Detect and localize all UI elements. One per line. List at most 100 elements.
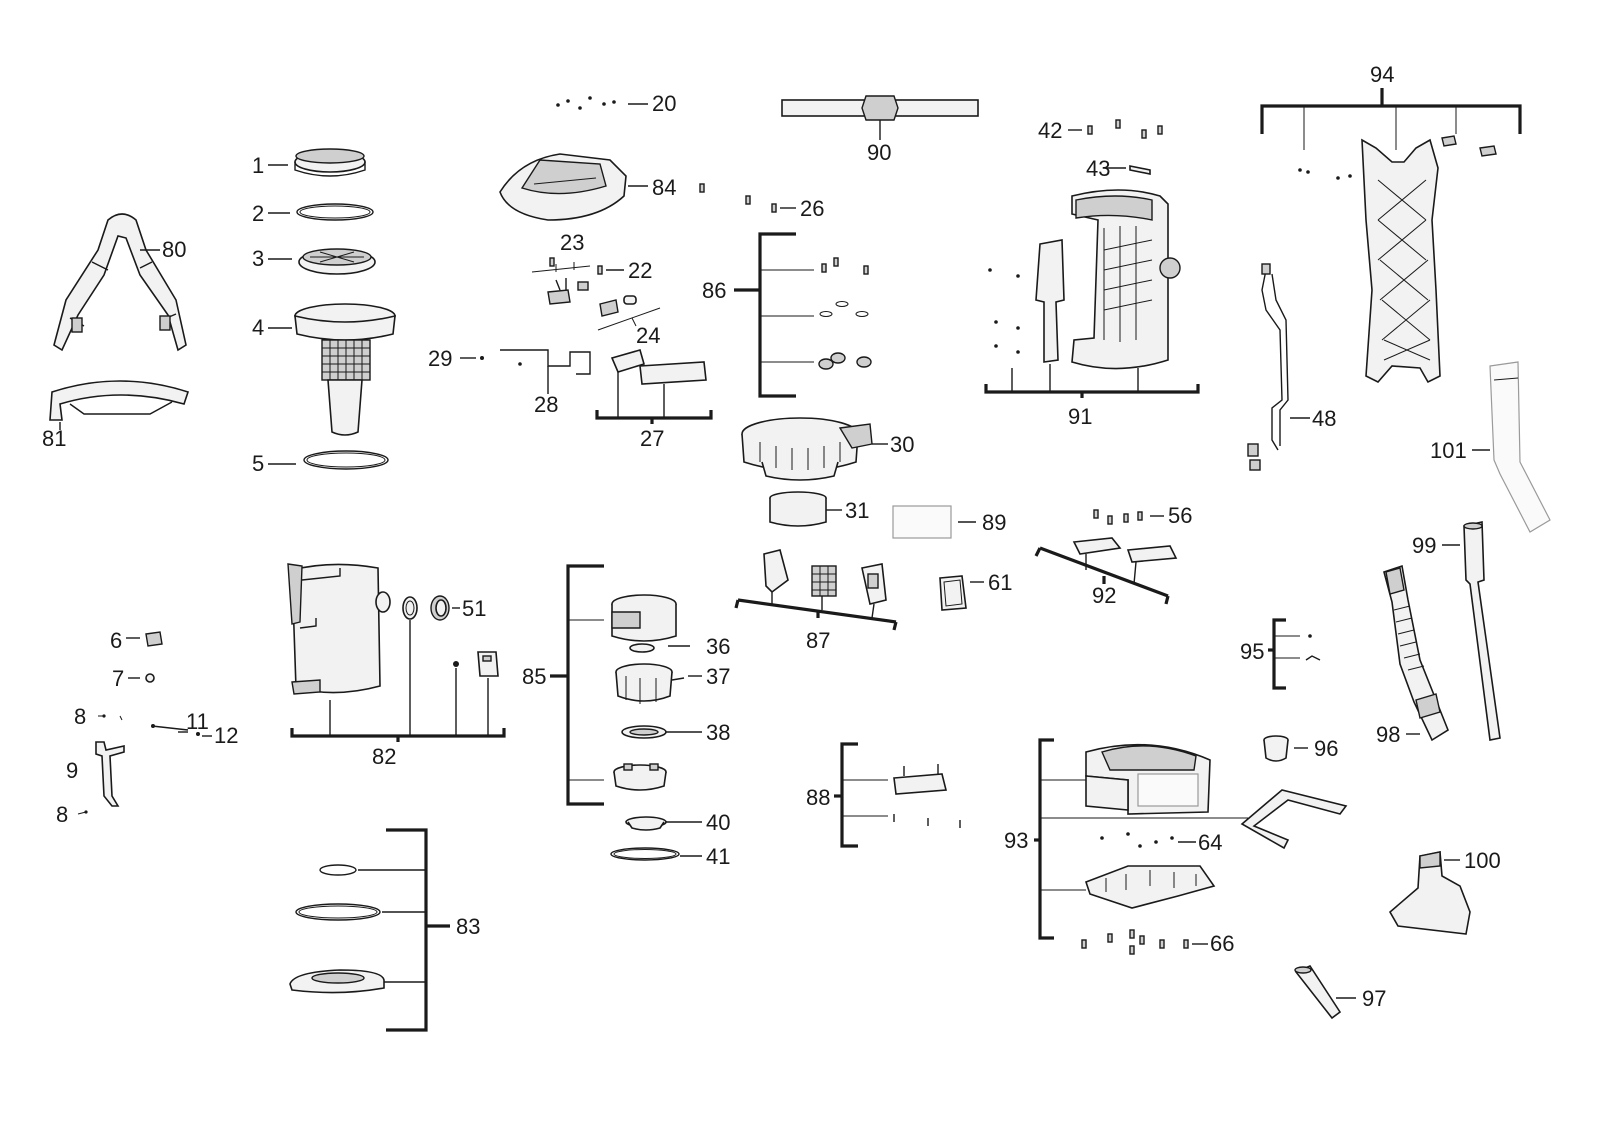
label-96: 96	[1314, 736, 1338, 761]
label-24: 24	[636, 323, 660, 348]
gasket-part-41	[610, 847, 680, 861]
label-23: 23	[560, 230, 584, 255]
label-3: 3	[252, 246, 264, 271]
label-88: 88	[806, 785, 830, 810]
label-37: 37	[706, 664, 730, 689]
wand-part-99	[1463, 521, 1501, 741]
label-7: 7	[112, 666, 124, 691]
electronics-part-87	[763, 549, 887, 605]
label-2: 2	[252, 201, 264, 226]
label-51: 51	[462, 596, 486, 621]
label-9: 9	[66, 758, 78, 783]
label-5: 5	[252, 451, 264, 476]
floor-nozzle-part-100	[1388, 851, 1471, 935]
motor-base-part-85b	[613, 763, 667, 791]
label-26: 26	[800, 196, 824, 221]
button-part-7	[145, 673, 155, 683]
motor-housing-part-30	[741, 417, 873, 481]
knob-part-51	[430, 595, 450, 621]
handle-cover-part-84	[499, 153, 627, 221]
label-36: 36	[706, 634, 730, 659]
pin-part-11	[151, 724, 189, 731]
impeller-plate-part-38	[621, 725, 667, 739]
label-29: 29	[428, 346, 452, 371]
label-56: 56	[1168, 503, 1192, 528]
screws-part-26	[699, 183, 777, 213]
terminal-blocks-part-92	[1072, 537, 1178, 563]
label-86: 86	[702, 278, 726, 303]
label-93: 93	[1004, 828, 1028, 853]
label-97: 97	[1362, 986, 1386, 1011]
seal-frame-part-93b	[1240, 789, 1348, 850]
label-87: 87	[806, 628, 830, 653]
label-40: 40	[706, 810, 730, 835]
plug-part-82b	[453, 661, 459, 667]
label-20: 20	[652, 91, 676, 116]
label-84: 84	[652, 175, 676, 200]
spring-part-12	[196, 732, 200, 736]
label-27: 27	[640, 426, 664, 451]
spring-clip-part-95	[1305, 634, 1321, 661]
wire-part-28	[500, 349, 591, 375]
hose-part-98	[1383, 564, 1449, 742]
label-43: 43	[1086, 156, 1110, 181]
label-89: 89	[982, 510, 1006, 535]
switch-parts-part-24	[599, 295, 637, 317]
label-66: 66	[1210, 931, 1234, 956]
pin-part-43	[1129, 165, 1151, 175]
wire-harness-part-48	[1247, 263, 1289, 471]
gasket-kit-part-83	[289, 864, 385, 994]
label-22: 22	[628, 258, 652, 283]
cylinder-part-31	[769, 491, 827, 527]
back-plate-part-94	[1298, 135, 1497, 384]
pad-part-61	[939, 575, 967, 611]
motor-cap-part-85	[611, 594, 677, 642]
spacer-part-36	[629, 643, 655, 653]
label-82: 82	[372, 744, 396, 769]
main-frame-part-91	[1035, 189, 1181, 370]
screws-part-20	[556, 96, 616, 110]
label-4: 4	[252, 315, 264, 340]
latch-part-6	[145, 631, 163, 647]
latch-part-82c	[477, 651, 499, 677]
label-8-upper: 8	[74, 704, 86, 729]
fastener-set-part-86	[818, 257, 872, 370]
label-31: 31	[845, 498, 869, 523]
cyclone-filter-part-4	[294, 303, 396, 436]
screws-part-56	[1093, 509, 1143, 525]
label-81: 81	[42, 426, 66, 451]
label-95: 95	[1240, 639, 1264, 664]
screws-part-91a	[988, 268, 1020, 354]
label-11: 11	[186, 709, 209, 734]
cover-parts-part-27	[610, 349, 707, 385]
label-48: 48	[1312, 406, 1336, 431]
label-1: 1	[252, 153, 264, 178]
label-85: 85	[522, 664, 546, 689]
shoulder-harness-part-80	[53, 213, 187, 352]
screws-part-66	[1081, 929, 1189, 955]
label-12: 12	[214, 723, 238, 748]
label-30: 30	[890, 432, 914, 457]
handle-bar-part-90	[781, 95, 979, 121]
label-42: 42	[1038, 118, 1062, 143]
filter-lid-part-1	[294, 148, 366, 177]
diffuser-part-40	[625, 816, 667, 831]
label-94: 94	[1370, 62, 1394, 87]
label-6: 6	[110, 628, 122, 653]
label-61: 61	[988, 570, 1012, 595]
label-part-89	[892, 505, 952, 539]
screw-part-8-upper	[98, 714, 123, 721]
filter-cartridge-part-3	[298, 248, 376, 275]
gasket-part-5	[303, 450, 389, 470]
label-8-lower: 8	[56, 802, 68, 827]
label-64: 64	[1198, 830, 1222, 855]
clip-part-9	[95, 741, 125, 807]
motor-part-37	[615, 663, 685, 704]
label-100: 100	[1464, 848, 1501, 873]
label-83: 83	[456, 914, 480, 939]
screw-part-8-lower	[77, 810, 88, 815]
crevice-tool-part-97	[1294, 964, 1342, 1020]
label-90: 90	[867, 140, 891, 165]
label-92: 92	[1092, 583, 1116, 608]
